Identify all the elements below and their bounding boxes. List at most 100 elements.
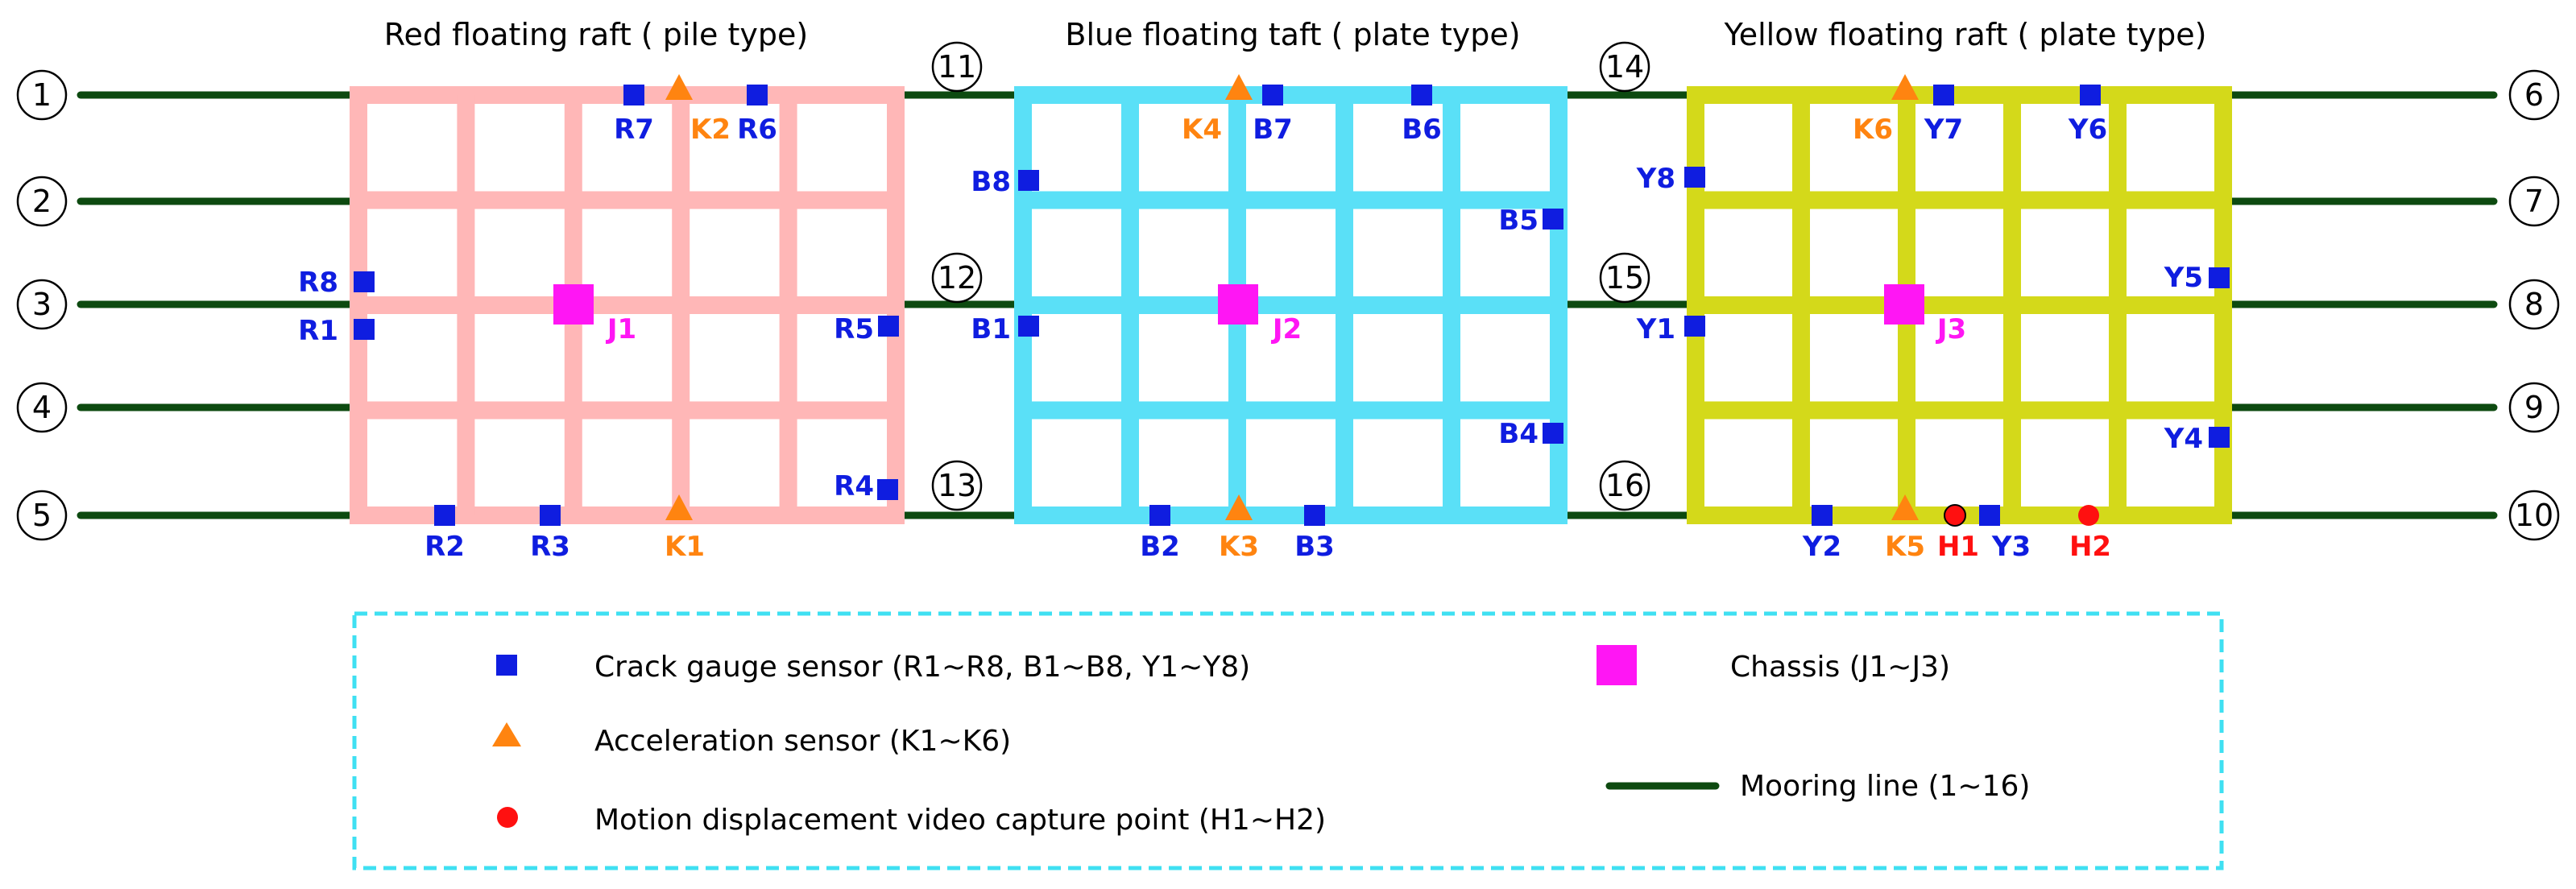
crack-gauge-label-y6: Y6 (2068, 114, 2107, 146)
crack-gauge-label-r5: R5 (834, 313, 874, 345)
crack-gauge-sensor-r4 (877, 479, 898, 500)
crack-gauge-label-y3: Y3 (1991, 531, 2031, 563)
crack-gauge-label-b4: B4 (1498, 418, 1539, 450)
crack-gauge-sensor-y8 (1684, 167, 1705, 188)
crack-gauge-sensor-b5 (1543, 209, 1563, 229)
mooring-number-9: 9 (2508, 382, 2560, 433)
mooring-number-6: 6 (2508, 69, 2560, 121)
crack-gauge-label-r7: R7 (614, 114, 654, 146)
legend-acceleration-label: Acceleration sensor (K1~K6) (594, 725, 1011, 758)
crack-gauge-label-y4: Y4 (2164, 423, 2203, 455)
acceleration-label-k1: K1 (665, 531, 705, 563)
mooring-number-text: 1 (32, 77, 52, 113)
mooring-number-circle (2508, 279, 2560, 330)
mooring-number-circle (16, 279, 68, 330)
acceleration-sensor-k3 (1225, 494, 1253, 520)
raft-titles: Red floating raft ( pile type) Blue floa… (384, 17, 2207, 52)
crack-gauge-label-b2: B2 (1140, 531, 1180, 563)
acceleration-sensor-k4 (1225, 74, 1253, 100)
mooring-number-text: 16 (1605, 468, 1644, 503)
mooring-number-15: 15 (1599, 252, 1650, 304)
legend-crack-gauge-label: Crack gauge sensor (R1~R8, B1~B8, Y1~Y8) (594, 651, 1250, 684)
crack-gauge-sensor-r2 (434, 505, 455, 526)
acceleration-sensor-k6 (1891, 74, 1919, 100)
mooring-number-5: 5 (16, 490, 68, 541)
mooring-number-text: 12 (938, 260, 976, 296)
crack-gauge-label-b5: B5 (1498, 205, 1539, 237)
acceleration-sensor-k2 (665, 74, 693, 100)
crack-gauge-sensor-b1 (1018, 316, 1039, 337)
chassis-j1 (553, 284, 594, 325)
crack-gauge-sensor-y3 (1979, 505, 2000, 526)
mooring-number-circle (931, 41, 983, 93)
crack-gauge-label-r4: R4 (834, 470, 874, 502)
legend-chassis-marker (1597, 645, 1637, 685)
chassis-j2 (1218, 284, 1258, 325)
mooring-number-4: 4 (16, 382, 68, 433)
mooring-number-circle (1599, 252, 1650, 304)
mooring-number-text: 8 (2524, 287, 2544, 322)
crack-gauge-sensor-y2 (1812, 505, 1833, 526)
mooring-number-circle (16, 176, 68, 227)
acceleration-label-k5: K5 (1885, 531, 1925, 563)
mooring-number-text: 3 (32, 287, 52, 322)
mooring-number-circle (1599, 41, 1650, 93)
acceleration-label-k6: K6 (1853, 114, 1893, 146)
mooring-number-3: 3 (16, 279, 68, 330)
yellow-raft-title: Yellow floating raft ( plate type) (1724, 17, 2207, 52)
crack-gauge-sensor-y1 (1684, 316, 1705, 337)
mooring-number-text: 13 (938, 468, 976, 503)
mooring-number-10: 10 (2508, 490, 2560, 541)
crack-gauge-label-y2: Y2 (1802, 531, 1841, 563)
mooring-number-2: 2 (16, 176, 68, 227)
mooring-number-circle (16, 490, 68, 541)
blue-raft (1014, 86, 1568, 524)
mooring-number-16: 16 (1599, 460, 1650, 511)
legend-capture-label: Motion displacement video capture point … (594, 804, 1326, 837)
mooring-number-circle (931, 460, 983, 511)
mooring-number-circle (16, 69, 68, 121)
mooring-number-text: 14 (1605, 49, 1644, 85)
mooring-number-circle (1599, 460, 1650, 511)
mooring-number-8: 8 (2508, 279, 2560, 330)
blue-raft-title: Blue floating taft ( plate type) (1065, 17, 1520, 52)
capture-label-h1: H1 (1937, 531, 1979, 563)
crack-gauge-label-y5: Y5 (2164, 262, 2203, 294)
mooring-number-12: 12 (931, 252, 983, 304)
crack-gauge-label-b3: B3 (1294, 531, 1335, 563)
mooring-number-text: 9 (2524, 390, 2544, 425)
mooring-number-text: 11 (938, 49, 976, 85)
crack-gauge-sensor-r7 (623, 85, 644, 105)
crack-gauge-sensor-b8 (1018, 170, 1039, 191)
crack-gauge-sensor-b2 (1149, 505, 1170, 526)
mooring-number-11: 11 (931, 41, 983, 93)
mooring-number-14: 14 (1599, 41, 1650, 93)
mooring-number-circle (2508, 69, 2560, 121)
mooring-number-text: 5 (32, 498, 52, 533)
capture-point-h1 (1944, 504, 1966, 527)
acceleration-sensor-k5 (1891, 494, 1919, 520)
crack-gauge-sensor-r1 (354, 319, 375, 340)
legend-capture-marker (497, 807, 518, 828)
crack-gauge-label-b6: B6 (1402, 114, 1442, 146)
mooring-number-text: 10 (2515, 498, 2553, 533)
legend-mooring-label: Mooring line (1~16) (1740, 770, 2030, 803)
mooring-number-circle (2508, 176, 2560, 227)
crack-gauge-sensor-b3 (1304, 505, 1325, 526)
acceleration-sensor-k1 (665, 494, 693, 520)
mooring-number-7: 7 (2508, 176, 2560, 227)
floating-rafts (350, 86, 2232, 524)
mooring-number-circle (16, 382, 68, 433)
mooring-number-circle (2508, 382, 2560, 433)
crack-gauge-sensor-r3 (540, 505, 561, 526)
crack-gauge-sensor-r6 (747, 85, 768, 105)
crack-gauge-label-r1: R1 (298, 315, 338, 347)
capture-point-h2 (2078, 505, 2099, 526)
red-raft-title: Red floating raft ( pile type) (384, 17, 808, 52)
acceleration-label-k3: K3 (1219, 531, 1259, 563)
crack-gauge-label-b7: B7 (1253, 114, 1293, 146)
red-raft (350, 86, 905, 524)
